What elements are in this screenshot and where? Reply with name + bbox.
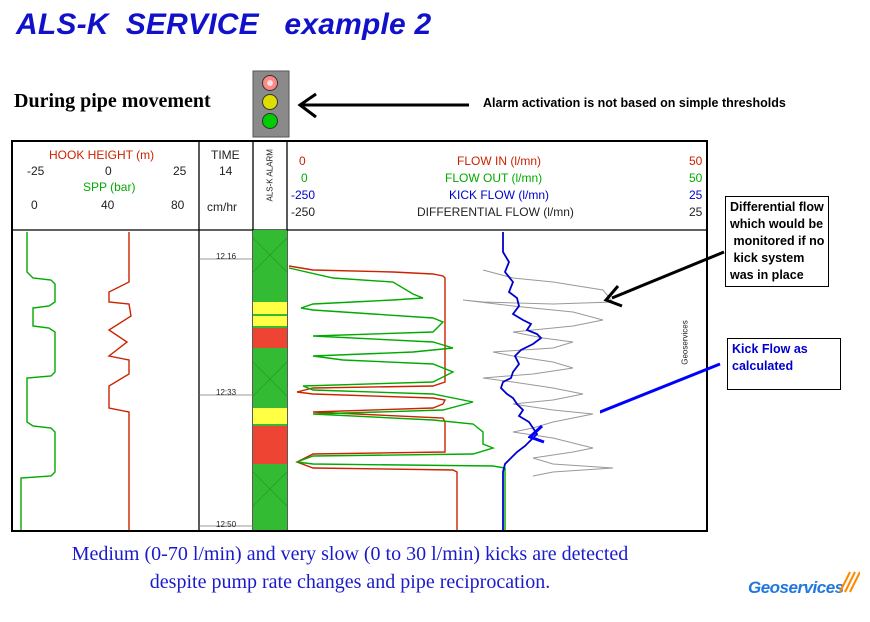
logo-text: Geoservices: [748, 578, 844, 597]
diff-flow-min: -250: [291, 205, 316, 219]
kick-flow-trace: [499, 232, 543, 530]
log-graphics: [13, 142, 706, 530]
time-tick-2: 12:33: [216, 388, 237, 397]
spp-scale-min: 0: [31, 198, 38, 212]
hook-scale-min: -25: [27, 164, 45, 178]
logo-stripes-icon: [839, 571, 860, 593]
alarm-note: Alarm activation is not based on simple …: [483, 96, 786, 110]
flow-out-max: 50: [689, 171, 703, 185]
callout-arrows: [600, 250, 725, 414]
caption-line-2: despite pump rate changes and pipe recip…: [149, 571, 551, 593]
diff-flow-label: DIFFERENTIAL FLOW (l/mn): [417, 205, 574, 219]
hook-scale-max: 25: [173, 164, 187, 178]
hook-scale-mid: 0: [105, 164, 112, 178]
flow-out-min: 0: [301, 171, 308, 185]
traffic-light-icon: [252, 70, 290, 138]
diff-flow-max: 25: [689, 205, 703, 219]
kick-flow-min: -250: [291, 188, 316, 202]
flow-in-max: 50: [689, 154, 703, 168]
flow-in-trace: [288, 265, 458, 530]
subtitle: During pipe movement: [14, 90, 211, 112]
spp-trace: [107, 232, 132, 530]
slide-title: ALS-K SERVICE example 2: [16, 8, 432, 41]
time-unit: cm/hr: [207, 200, 237, 214]
kick-flow-callout: Kick Flow as calculated: [727, 338, 841, 390]
spp-label: SPP (bar): [83, 180, 136, 194]
time-tick-3: 12:50: [216, 520, 237, 529]
time-value: 14: [219, 164, 233, 178]
flow-in-min: 0: [299, 154, 306, 168]
blue-arrow-head: [528, 424, 545, 444]
left-arrow-icon: [297, 92, 469, 119]
time-label: TIME: [211, 148, 240, 162]
alarm-column: [252, 230, 288, 530]
flow-out-trace: [288, 267, 506, 530]
caption: Medium (0-70 l/min) and very slow (0 to …: [0, 540, 700, 596]
geoservices-logo: Geoservices: [748, 571, 860, 598]
hook-height-trace: [20, 232, 56, 530]
flow-out-label: FLOW OUT (l/mn): [445, 171, 543, 185]
caption-line-1: Medium (0-70 l/min) and very slow (0 to …: [71, 543, 629, 565]
hook-height-label: HOOK HEIGHT (m): [49, 148, 155, 162]
differential-flow-trace: [462, 269, 615, 477]
flow-in-label: FLOW IN (l/mn): [457, 154, 541, 168]
alarm-column-label: ALS-K ALARM: [265, 149, 275, 202]
time-tick-1: 12.16: [216, 252, 237, 261]
spp-scale-mid: 40: [101, 198, 115, 212]
kick-flow-label: KICK FLOW (l/mn): [449, 188, 550, 202]
spp-scale-max: 80: [171, 198, 185, 212]
kick-flow-max: 25: [689, 188, 703, 202]
log-panel: HOOK HEIGHT (m) -25 0 25 SPP (bar) 0 40 …: [11, 140, 708, 532]
differential-flow-callout: Differential flow which would be monitor…: [725, 196, 830, 287]
